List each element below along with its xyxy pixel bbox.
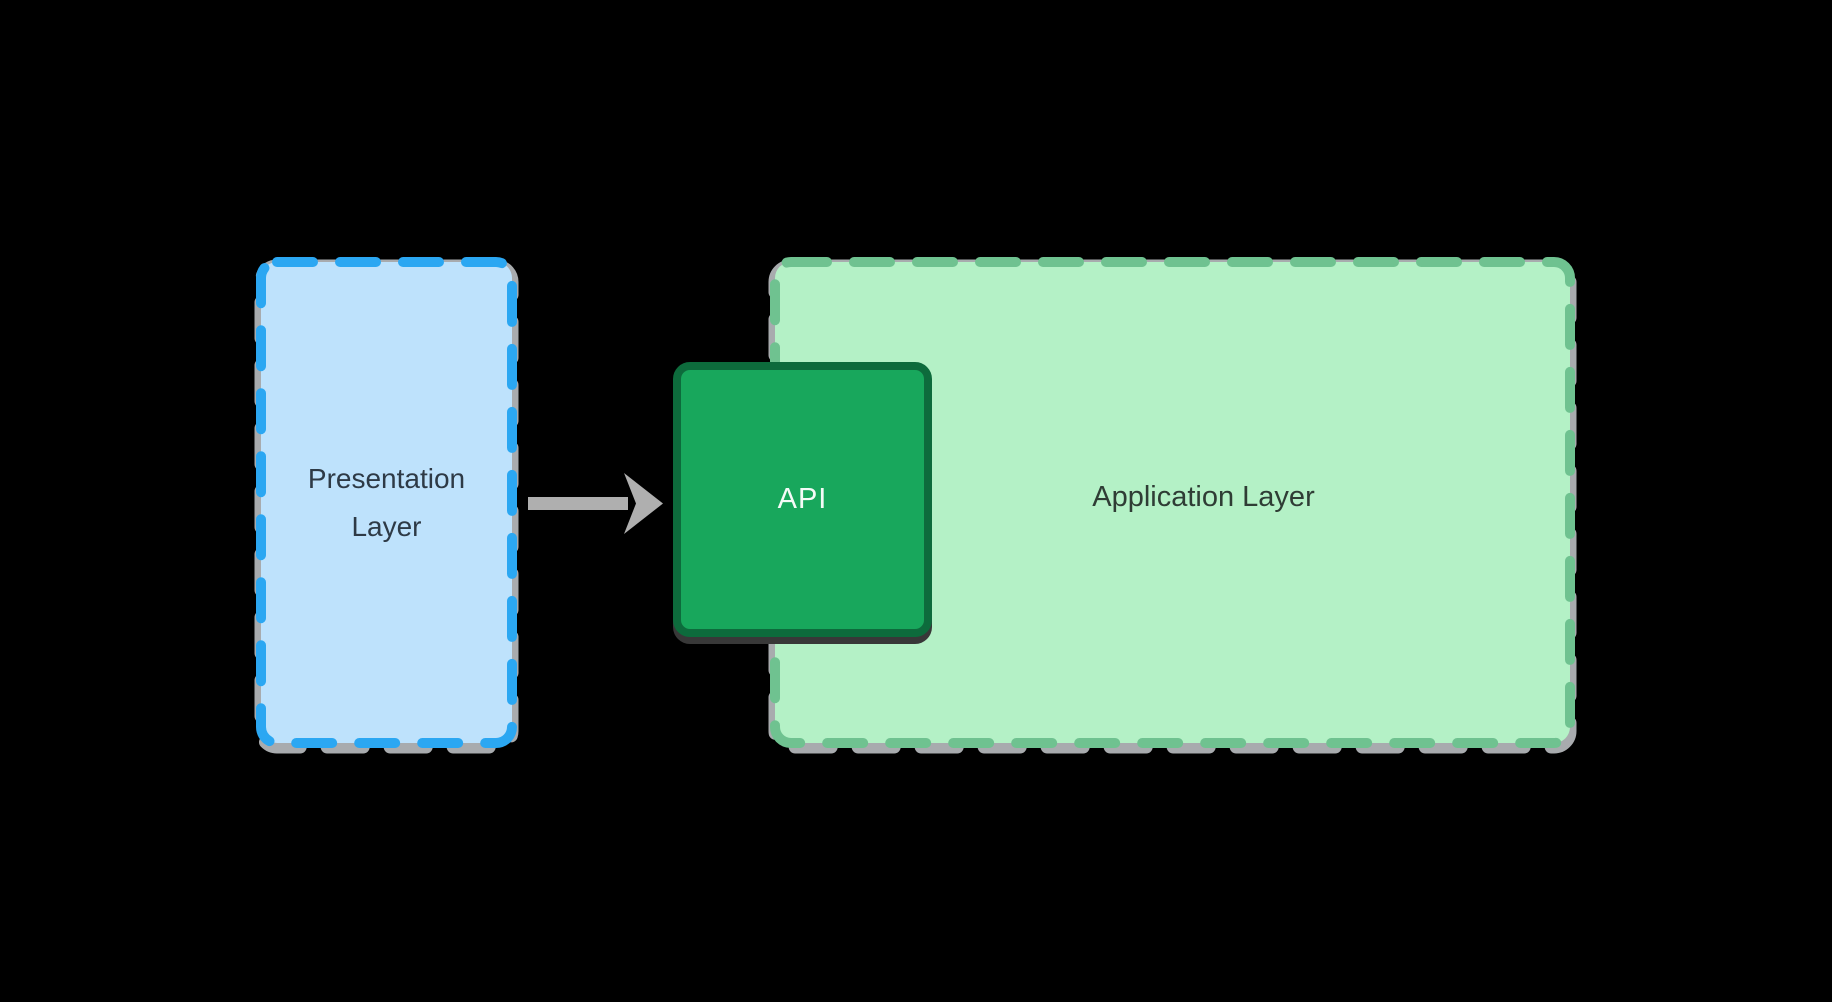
- api-box-border: [673, 362, 932, 637]
- api-box: [673, 362, 932, 644]
- api-box-fill: [677, 366, 928, 633]
- connector-arrow-head: [624, 473, 663, 534]
- presentation-layer-box-border: [256, 257, 517, 748]
- connector-arrow-shaft: [528, 497, 628, 510]
- connector-arrow-icon: [528, 473, 663, 534]
- presentation-layer-box: [254, 257, 519, 754]
- application-layer-box-fill: [775, 262, 1570, 743]
- presentation-layer-box-fill: [261, 262, 512, 743]
